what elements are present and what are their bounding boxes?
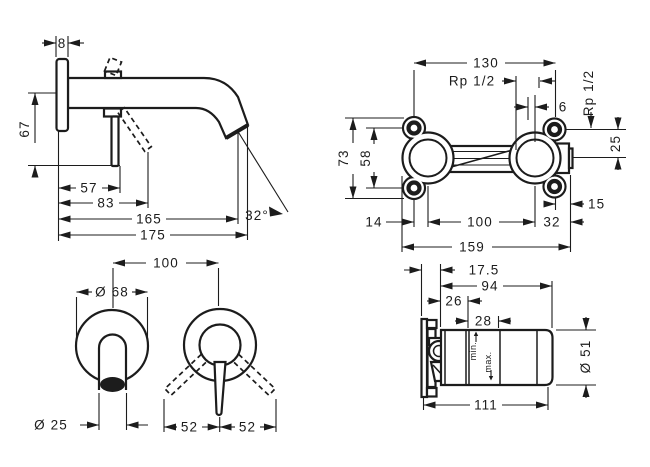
dim-26-label: 26 (445, 294, 462, 309)
dim-58-label: 58 (358, 149, 373, 166)
dim-159-label: 159 (459, 240, 485, 255)
spout-outlet-opening (100, 377, 125, 392)
dim-73-label: 73 (336, 149, 351, 166)
dim-100-label: 100 (467, 215, 493, 230)
min-label: min. (468, 342, 478, 361)
wall-plate (55, 57, 70, 133)
dim-175-label: 175 (140, 228, 166, 243)
dim-83-label: 83 (97, 196, 114, 211)
angle-reference-line (236, 129, 289, 213)
dim-67: 67 (17, 92, 120, 178)
dim-111-label: 111 (474, 398, 498, 413)
handle-dashed-down (116, 106, 153, 153)
dim-rp12-top: Rp 1/2 (449, 74, 555, 89)
dim-67-label: 67 (17, 120, 32, 137)
dim-dia51: Ø 51 (556, 317, 596, 398)
dim-52-left-label: 52 (181, 420, 198, 435)
dim-15-label: 15 (588, 197, 605, 212)
screw-hole (546, 121, 563, 138)
angle-arrow (269, 206, 283, 217)
dim-100-rosettes-label: 100 (153, 256, 179, 271)
dim-dia25-label: Ø 25 (34, 418, 68, 433)
dim-111: 111 (422, 387, 549, 413)
dim-17-5: 17.5 (404, 263, 500, 327)
depth-markings: min. max. (468, 331, 494, 381)
dim-130-label: 130 (473, 56, 499, 71)
dim-94-label: 94 (481, 279, 498, 294)
dim-14-100-32: 14 100 32 (365, 175, 584, 252)
dim-28: 28 (455, 314, 511, 329)
dim-rp12-side-label: Rp 1/2 (581, 70, 596, 116)
dim-52-right-label: 52 (239, 420, 256, 435)
dim-15: 15 (543, 197, 605, 212)
dim-25: 25 (565, 117, 626, 170)
dim-52-52: 52 52 (163, 399, 277, 435)
body-front-view: 130 Rp 1/2 6 Rp 1/2 73 (336, 56, 626, 255)
dim-dia51-label: Ø 51 (578, 340, 593, 374)
dim-94: 94 (440, 279, 553, 328)
dim-6: 6 (514, 100, 568, 115)
dim-dia68: Ø 68 (75, 285, 149, 340)
dim-8: 8 (42, 36, 84, 57)
handle-lever (110, 115, 120, 168)
screw-hole (406, 180, 422, 196)
dim-17-5-label: 17.5 (469, 263, 500, 278)
right-flange (508, 117, 567, 199)
dim-rp12-side: Rp 1/2 (581, 70, 596, 128)
side-port-step (567, 147, 574, 170)
dim-8-label: 8 (58, 36, 67, 51)
dim-28-label: 28 (475, 314, 492, 329)
dim-25-label: 25 (608, 135, 623, 152)
handle-dashed-up (103, 56, 123, 77)
dim-57-label: 57 (80, 181, 97, 196)
handle-lever-front (213, 360, 227, 417)
rosettes-front-view: 100 Ø 68 Ø 25 52 52 (34, 256, 277, 435)
dim-26: 26 (427, 294, 482, 328)
dim-159: 159 (402, 240, 571, 255)
dim-130: 130 (413, 56, 557, 117)
screw-hole (406, 120, 422, 136)
dim-58: 58 (358, 127, 404, 189)
spout-side-view: 8 67 57 83 165 (17, 36, 289, 243)
dim-165-label: 165 (136, 212, 162, 227)
dim-6-label: 6 (559, 100, 568, 115)
left-flange (401, 115, 455, 201)
dim-73: 73 (336, 117, 404, 200)
dim-angle-label: 32° (245, 208, 269, 223)
dim-dia68-label: Ø 68 (95, 285, 129, 300)
max-label: max. (483, 351, 493, 372)
dim-32-label: 32 (543, 215, 560, 230)
right-port-bore (515, 138, 555, 178)
screw-hole (546, 178, 563, 195)
left-port-bore (408, 138, 448, 178)
dim-chain-horizontal: 57 83 165 175 (57, 127, 249, 243)
dim-dia25: Ø 25 (34, 393, 148, 433)
spout-outlet-face (224, 123, 250, 140)
body-side-view: min. max. 17.5 94 26 (404, 263, 596, 413)
spout-front-tube (97, 333, 128, 390)
dim-rp12-top-label: Rp 1/2 (449, 74, 495, 89)
dim-100-rosettes: 100 (112, 256, 220, 308)
dim-14-label: 14 (365, 215, 382, 230)
housing-cylinder (439, 328, 554, 387)
